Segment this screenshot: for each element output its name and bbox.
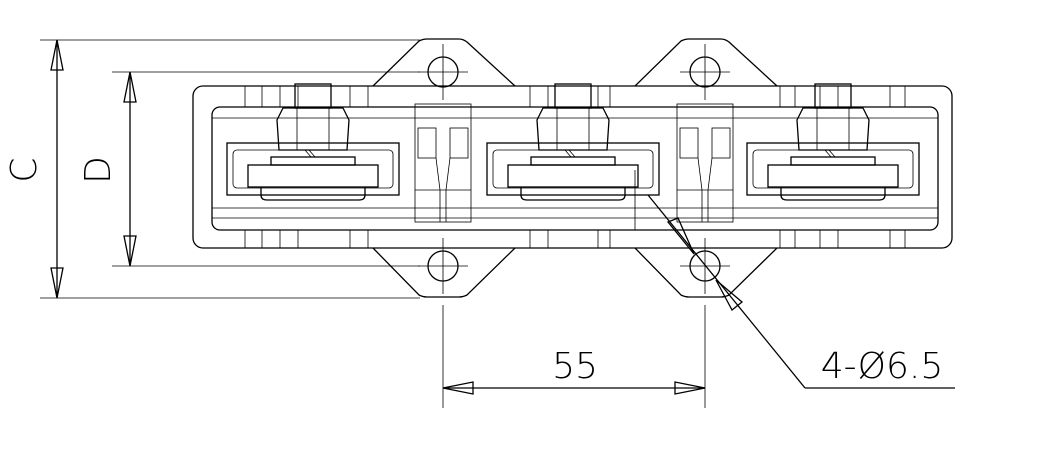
hex-nut	[276, 107, 350, 151]
connector-blade	[417, 127, 437, 159]
screw-line	[824, 149, 832, 158]
connector-blade	[711, 127, 731, 159]
screw-line	[564, 149, 572, 158]
arrowhead	[674, 381, 706, 395]
arrowhead	[50, 39, 64, 71]
dimensions: C D 55 4-Ø6.5	[4, 156, 943, 387]
clamp-plate	[530, 156, 616, 166]
body-inner	[211, 106, 939, 231]
terminal-window-inner	[492, 149, 654, 189]
clamp-bar	[247, 164, 379, 188]
connector-blade	[679, 127, 699, 159]
dim-c-label: C	[4, 157, 45, 182]
dim-d-label: D	[78, 156, 119, 184]
hex-nut	[796, 107, 870, 151]
screw-line	[828, 149, 836, 158]
terminal-window	[226, 142, 400, 196]
hole-callout-label: 4-Ø6.5	[821, 346, 943, 387]
arrowhead	[123, 71, 137, 103]
clamp-plate	[270, 156, 356, 166]
hex-nut	[536, 107, 610, 151]
arrowhead	[666, 217, 695, 255]
arrowhead	[442, 381, 474, 395]
arrowhead	[50, 267, 64, 299]
terminal-window	[746, 142, 920, 196]
screw-line	[308, 149, 316, 158]
nut-cap	[294, 83, 332, 109]
flange-bottom	[372, 247, 516, 298]
screw-line	[304, 149, 312, 158]
terminal-window-inner	[232, 149, 394, 189]
arrowhead	[123, 235, 137, 267]
flange-top	[372, 38, 516, 87]
connector-blade	[449, 127, 469, 159]
flange-bottom	[634, 247, 778, 298]
nut-cap	[554, 83, 592, 109]
part-outline	[40, 38, 955, 408]
nut-cap	[814, 83, 852, 109]
arrowhead	[715, 279, 744, 311]
flange-top	[634, 38, 778, 87]
terminal-window	[486, 142, 660, 196]
body-outer	[192, 85, 953, 249]
hole-leader	[647, 194, 806, 389]
connector-housing	[414, 103, 472, 223]
clamp-plate	[790, 156, 876, 166]
clamp-lip	[260, 187, 366, 201]
dim-spacing-label: 55	[552, 346, 598, 387]
clamp-bar	[767, 164, 899, 188]
screw-line	[568, 149, 576, 158]
connector-housing	[676, 103, 734, 223]
clamp-lip	[520, 187, 626, 201]
terminal-window-inner	[752, 149, 914, 189]
clamp-lip	[780, 187, 886, 201]
clamp-bar	[507, 164, 639, 188]
